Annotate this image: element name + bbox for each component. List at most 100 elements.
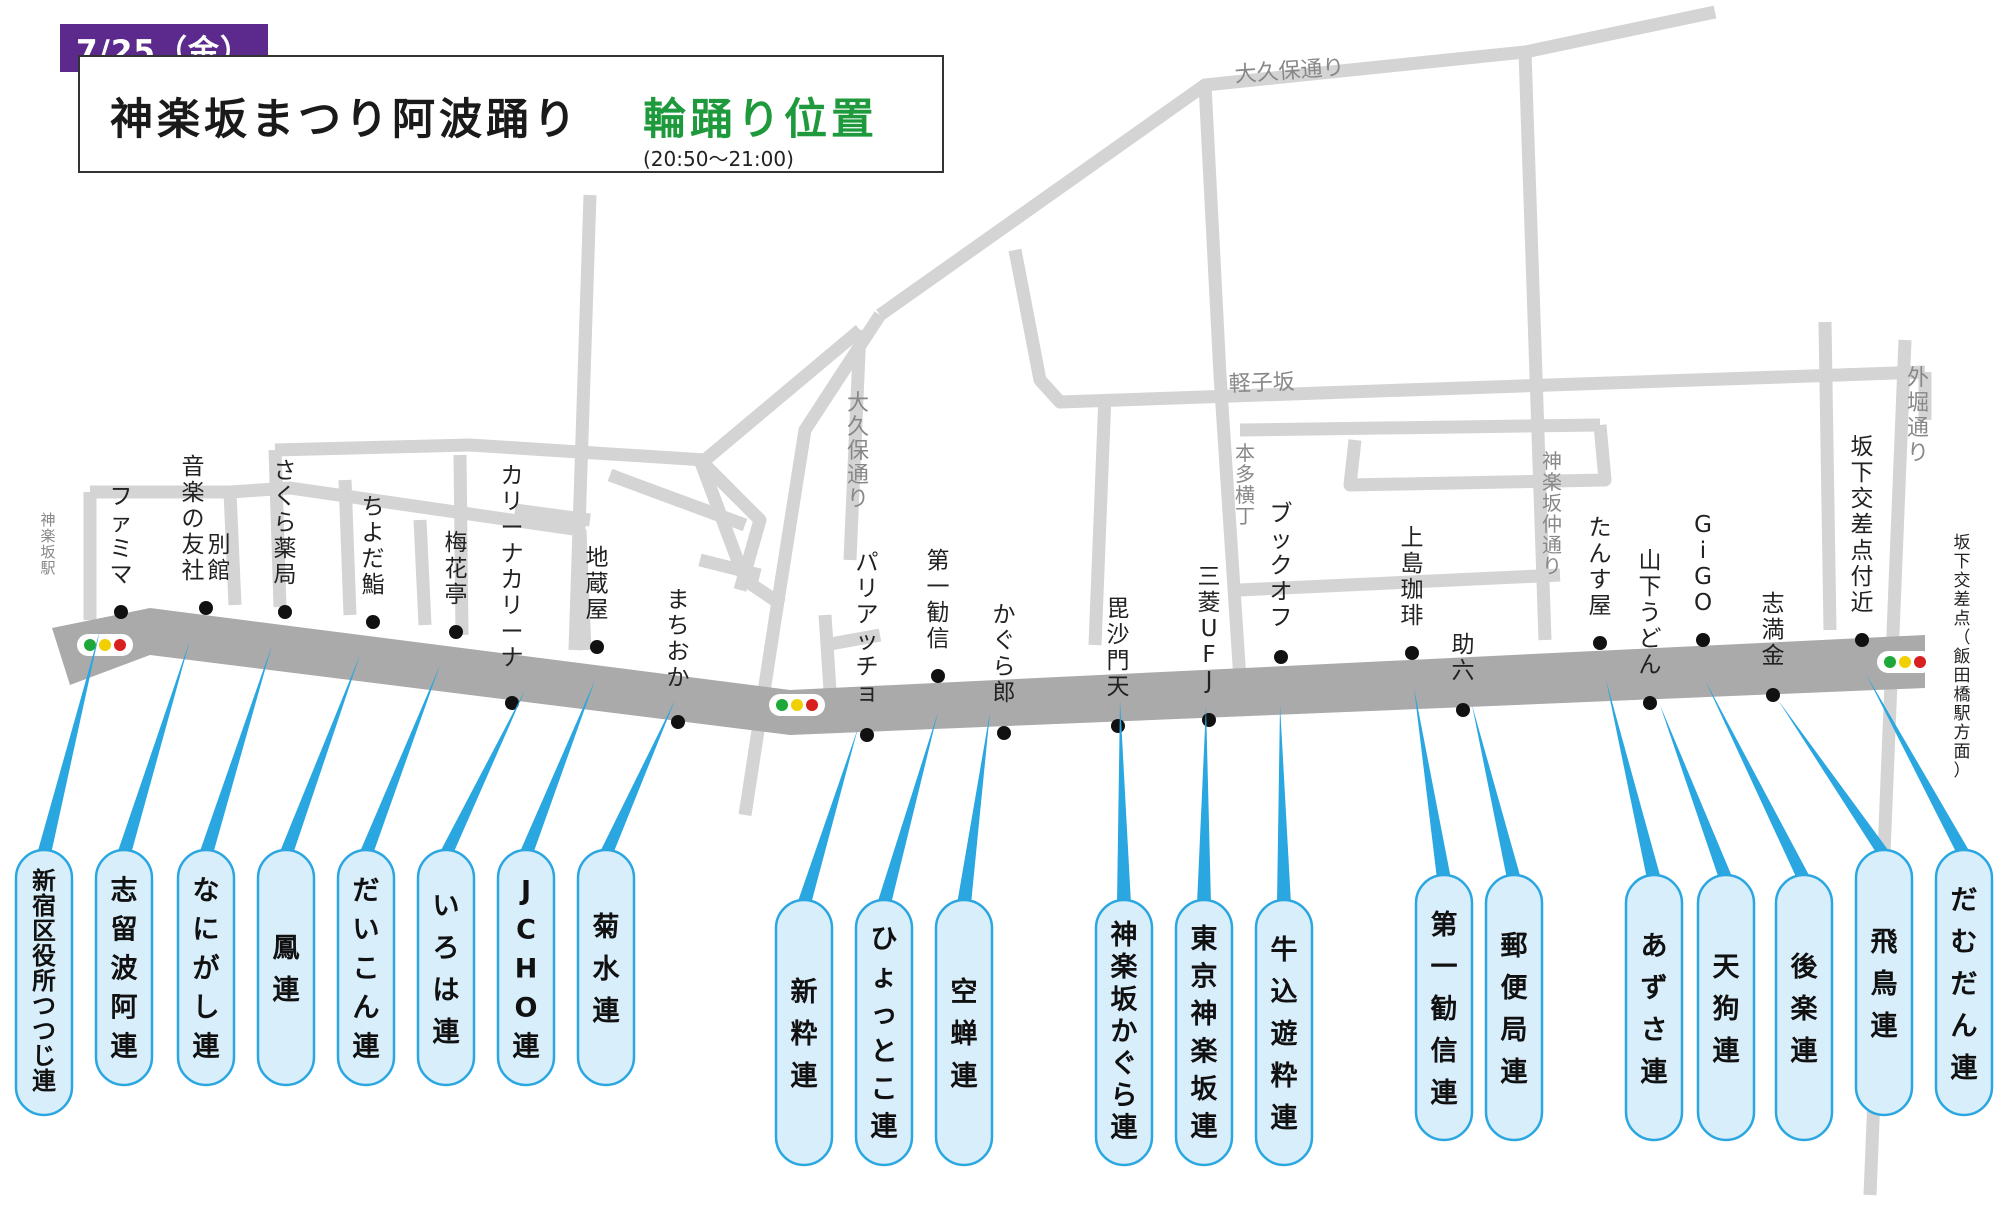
- group-bubble: 新粋連: [774, 898, 834, 1167]
- group-pointer: [877, 712, 938, 904]
- side-street: [568, 194, 597, 651]
- side-street: [338, 479, 357, 616]
- landmark-label: 地蔵屋: [586, 545, 609, 623]
- traffic-light-icon: [1877, 651, 1933, 673]
- landmark-label: カリーナカリーナ: [501, 463, 524, 671]
- side-street: [823, 628, 882, 652]
- main-street: [52, 608, 1925, 735]
- group-bubble: 郵便局連: [1484, 873, 1544, 1142]
- group-bubble: 飛鳥連: [1854, 848, 1914, 1117]
- side-street: [1239, 568, 1561, 597]
- group-bubble: 天狗連: [1696, 873, 1756, 1142]
- traffic-light-icon: [769, 694, 825, 716]
- group-name: 飛鳥連: [1871, 927, 1899, 1042]
- side-street: [274, 325, 865, 467]
- group-name: 第一勧信連: [1431, 909, 1459, 1109]
- page-subtitle: 輪踊り位置: [643, 95, 878, 145]
- landmark-dot: [1202, 713, 1216, 727]
- group-pointer: [1117, 700, 1131, 904]
- group-bubble: ひょっとこ連: [854, 898, 914, 1167]
- landmark-label: まちおか: [667, 587, 690, 691]
- side-street: [1008, 248, 1926, 409]
- side-street: [1198, 84, 1247, 681]
- landmark-label: 第一勧信: [927, 548, 950, 652]
- street-label: 大久保通り: [847, 391, 869, 512]
- landmark-dot: [114, 605, 128, 619]
- landmark-dot: [1766, 688, 1780, 702]
- street-label: 神楽坂駅: [40, 511, 55, 577]
- landmark-label: かぐら郎: [993, 602, 1016, 706]
- group-name: 新粋連: [791, 976, 819, 1092]
- title-box: 神楽坂まつり阿波踊り 輪踊り位置 (20:50～21:00): [78, 55, 944, 173]
- group-name: なにがし連: [193, 875, 221, 1062]
- landmark-label: 上島珈琲: [1401, 525, 1424, 629]
- group-bubble: 新宿区役所つつじ連: [14, 848, 74, 1117]
- group-pointer: [599, 700, 675, 854]
- group-name: ひょっとこ連: [871, 924, 899, 1143]
- landmark-label: 音楽の友社: [182, 454, 205, 584]
- landmark-dot: [997, 726, 1011, 740]
- group-bubble: だいこん連: [336, 848, 396, 1087]
- group-pointer: [1778, 700, 1891, 854]
- landmark-label: 山下うどん: [1639, 548, 1662, 678]
- group-bubble: 鳳連: [256, 848, 316, 1087]
- group-pointer: [957, 712, 990, 904]
- group-pointer: [117, 640, 190, 854]
- group-pointers: [37, 630, 1971, 904]
- group-name: いろは連: [433, 891, 461, 1048]
- side-street: [1818, 321, 1837, 631]
- group-pointer: [439, 690, 525, 854]
- landmark-label: 別館: [208, 532, 231, 584]
- side-street: [843, 329, 867, 561]
- group-bubble: だむだん連: [1934, 848, 1994, 1117]
- group-pointer: [1660, 705, 1733, 879]
- landmark-dot: [1593, 636, 1607, 650]
- landmark-label: 助六: [1452, 632, 1475, 684]
- landmark-labels: ファミマ音楽の友社別館さくら薬局ちよだ鮨梅花亭カリーナカリーナ地蔵屋まちおかパリ…: [110, 434, 1874, 706]
- group-pointer: [797, 728, 858, 904]
- landmark-label: たんす屋: [1589, 515, 1612, 619]
- group-bubble: あずさ連: [1624, 873, 1684, 1142]
- time-range: (20:50～21:00): [643, 147, 794, 171]
- group-name: 志留波阿連: [111, 875, 139, 1062]
- landmark-label: 梅花亭: [445, 530, 468, 608]
- group-name: 空蝉連: [951, 976, 979, 1092]
- landmark-dot: [366, 615, 380, 629]
- landmark-dot: [505, 696, 519, 710]
- group-pointer: [1705, 680, 1811, 879]
- side-street: [607, 468, 748, 532]
- group-pointer: [519, 680, 595, 854]
- landmark-dot: [590, 640, 604, 654]
- group-name: 牛込遊粋連: [1271, 935, 1299, 1134]
- group-bubble: 第一勧信連: [1414, 873, 1474, 1142]
- landmark-dot: [1405, 646, 1419, 660]
- street-label: 軽子坂: [1228, 370, 1295, 397]
- street-labels: 大久保通り大久保通り軽子坂本多横丁神楽坂仲通り外堀通り神楽坂駅坂下交差点（飯田橋…: [40, 55, 1970, 781]
- group-pointer: [1472, 705, 1521, 879]
- landmark-dot: [1456, 703, 1470, 717]
- street-label: 大久保通り: [1234, 55, 1345, 88]
- group-bubble: なにがし連: [176, 848, 236, 1087]
- group-pointer: [199, 645, 272, 854]
- landmark-label: 毘沙門天: [1107, 596, 1130, 700]
- side-street: [1239, 418, 1601, 437]
- landmark-dot: [671, 715, 685, 729]
- landmark-dot: [931, 669, 945, 683]
- group-bubble: 後楽連: [1774, 873, 1834, 1142]
- group-name: だむだん連: [1951, 885, 1979, 1084]
- landmark-label: 志満金: [1762, 591, 1785, 669]
- group-pointer: [1606, 680, 1661, 879]
- street-label: 本多横丁: [1235, 441, 1255, 528]
- side-street: [1343, 424, 1612, 492]
- side-street: [1518, 51, 1552, 641]
- landmark-label: ちよだ鮨: [362, 494, 385, 598]
- landmark-dot: [1274, 650, 1288, 664]
- group-name: 神楽坂かぐら連: [1111, 920, 1139, 1144]
- group-name: 後楽連: [1791, 952, 1819, 1067]
- side-street: [818, 614, 837, 691]
- group-name: あずさ連: [1641, 931, 1669, 1088]
